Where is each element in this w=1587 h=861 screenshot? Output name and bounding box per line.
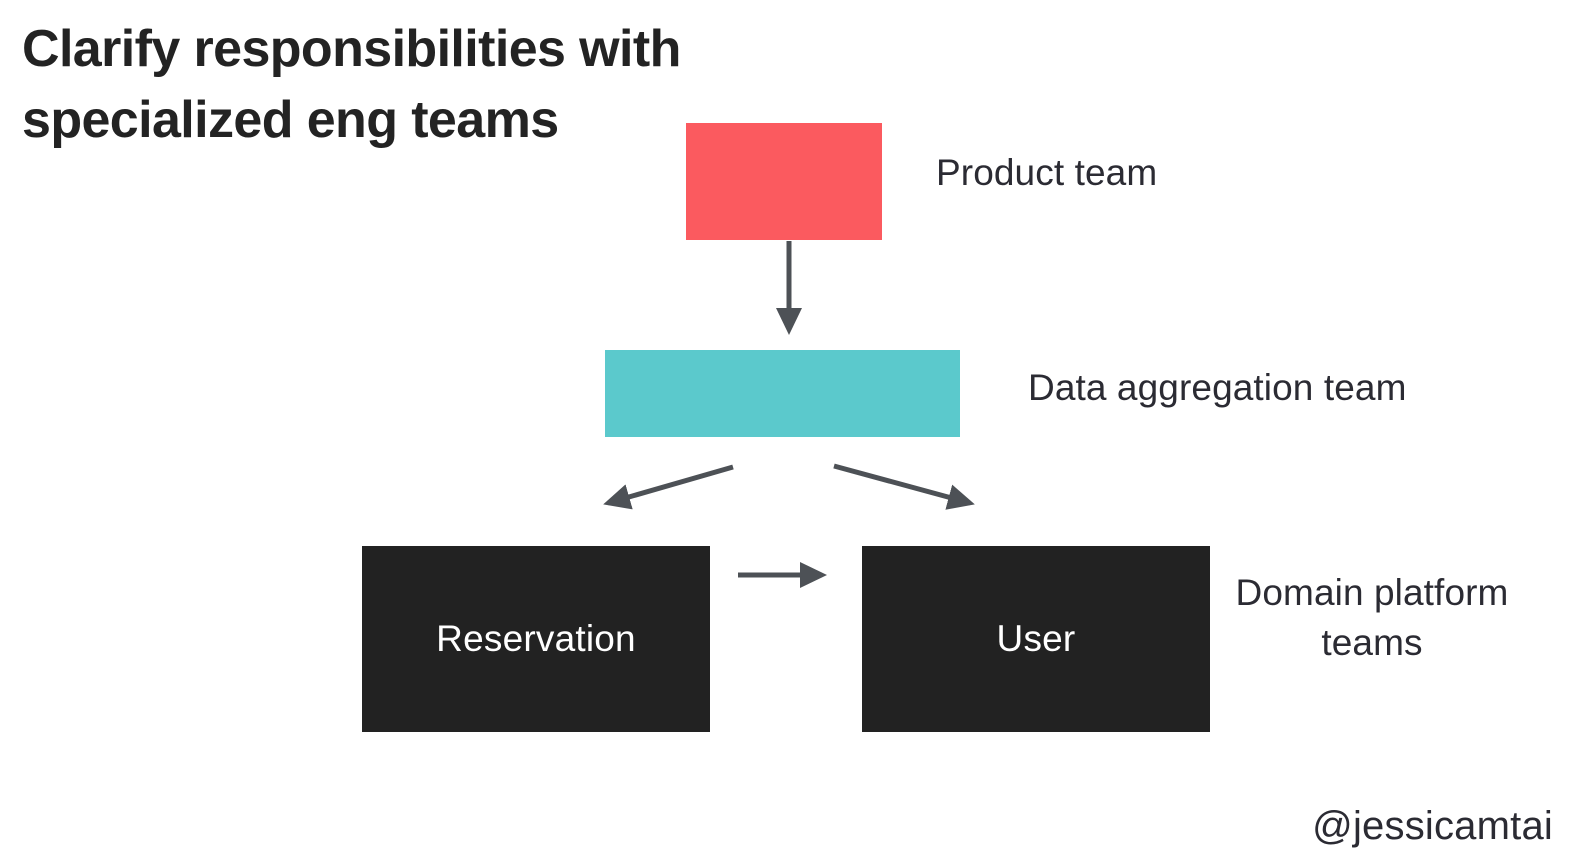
node-product-team[interactable] (686, 123, 882, 240)
annotation-domain-platform-teams: Domain platform teams (1235, 572, 1509, 663)
annotation-product-team: Product team (936, 152, 1158, 193)
annotation-data-aggregation-team: Data aggregation team (1028, 367, 1407, 408)
page-title: Clarify responsibilities with specialize… (22, 20, 681, 149)
node-reservation[interactable]: Reservation (362, 546, 710, 732)
arrow-data-to-user (833, 463, 975, 510)
author-handle: @jessicamtai (1312, 804, 1553, 848)
node-data-aggregation-team[interactable] (605, 350, 960, 437)
node-reservation-label: Reservation (436, 618, 636, 659)
node-user[interactable]: User (862, 546, 1210, 732)
arrow-data-to-reservation (603, 464, 734, 510)
node-user-label: User (996, 618, 1076, 659)
